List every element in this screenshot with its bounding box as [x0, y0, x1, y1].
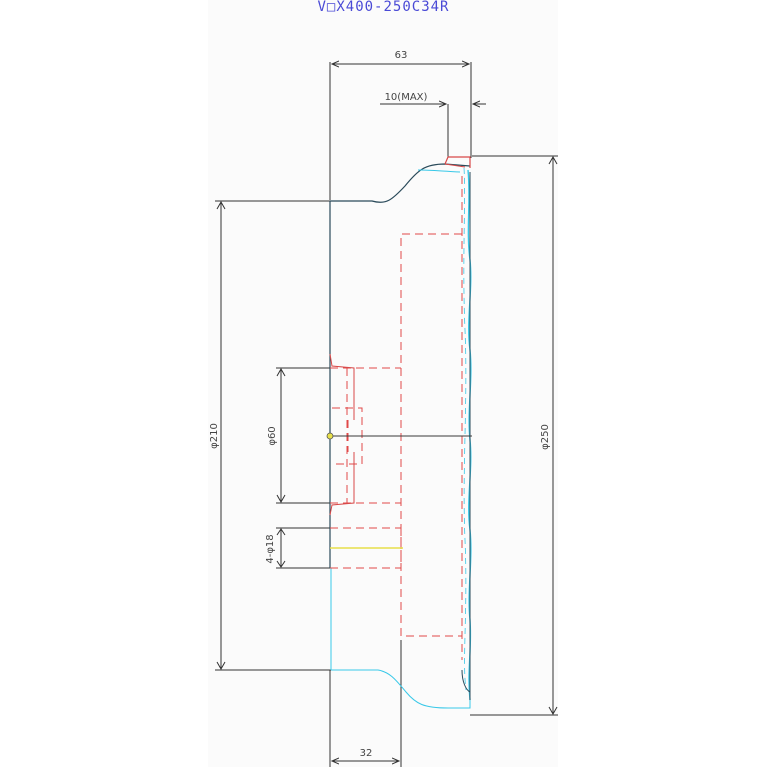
- dimension-flange-diameter: φ210: [209, 200, 332, 671]
- hidden-features: [330, 176, 463, 660]
- drawing-sheet: [208, 0, 558, 767]
- dimension-phi250-label: φ250: [540, 424, 551, 450]
- dimension-32-label: 32: [360, 748, 373, 759]
- dimension-outer-diameter: φ250: [470, 155, 558, 716]
- dimension-phi210-label: φ210: [209, 423, 220, 449]
- dimension-hub-length: 32: [329, 640, 402, 767]
- dimension-overall-length: 63: [329, 50, 472, 200]
- dimension-max-offset: 10(MAX): [380, 92, 486, 157]
- hub-detail: [329, 353, 355, 516]
- dimension-hub-diameter: φ60: [267, 367, 332, 504]
- center-point-icon: [326, 432, 334, 440]
- dimension-10max-label: 10(MAX): [385, 92, 428, 103]
- part-outline: [329, 156, 472, 709]
- dimension-4phi18-label: 4-φ18: [265, 534, 276, 563]
- drawing-title: V□X400-250C34R: [317, 0, 450, 15]
- dimension-phi60-label: φ60: [267, 426, 278, 445]
- dimension-bolt-holes: 4-φ18: [265, 527, 332, 569]
- dimension-63-label: 63: [395, 50, 408, 61]
